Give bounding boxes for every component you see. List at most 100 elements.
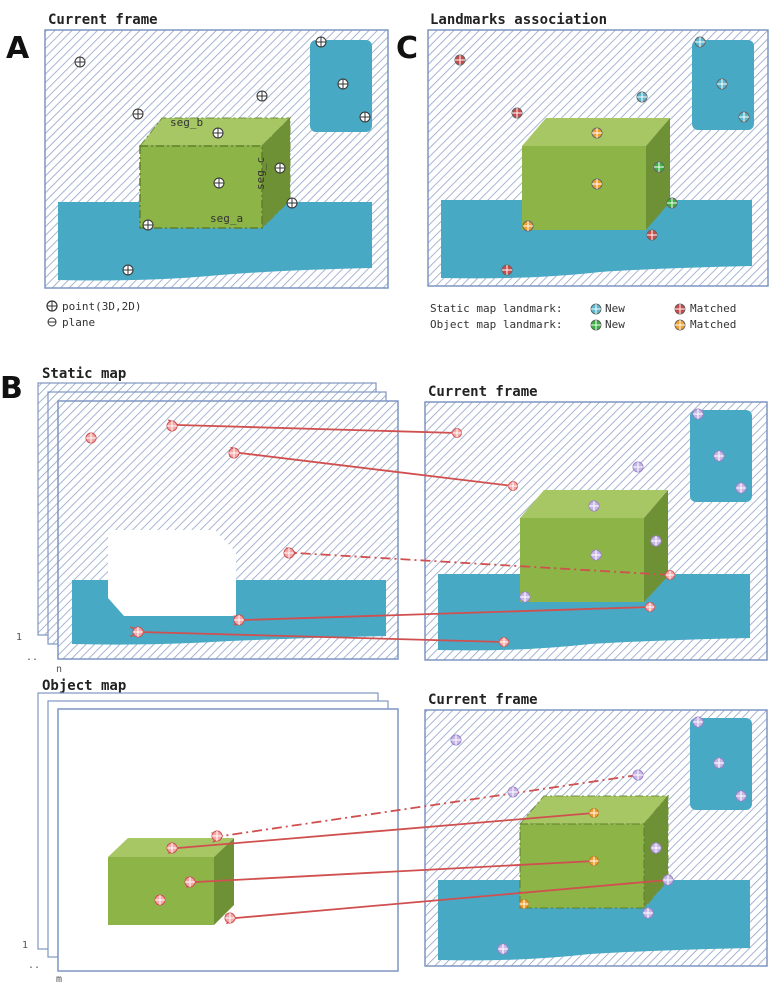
landmark-point (74, 56, 86, 68)
object-index-1: 1 (22, 940, 28, 951)
seg-a-label: seg_a (210, 212, 243, 225)
object-map-landmark (166, 842, 178, 854)
panel-label-c: C (396, 31, 418, 66)
object-new-landmark (666, 197, 678, 209)
frame-bottom-water (438, 880, 750, 961)
frame-top-water (438, 574, 750, 651)
frame-object-landmark (589, 808, 599, 818)
legend-plane-label: plane (62, 316, 95, 329)
object-matched-landmark (522, 220, 534, 232)
static-new-landmark (694, 36, 706, 48)
panel-a-cube (138, 116, 292, 230)
object-map-landmark (224, 912, 236, 924)
static-map-landmark (228, 447, 240, 459)
svg-text:..: .. (26, 652, 38, 663)
association-arrow (196, 860, 595, 882)
legend-static-matched-icon (674, 303, 686, 315)
seg-c-label: seg_c (254, 157, 267, 190)
landmark-point (142, 219, 154, 231)
legend-static-matched: Matched (690, 302, 736, 315)
frame-landmark (450, 734, 462, 746)
frame-landmark (713, 450, 725, 462)
association-arrow (240, 453, 514, 487)
static-index-1: 1 (16, 632, 22, 643)
frame-landmark (662, 874, 674, 886)
legend-point-label: point(3D,2D) (62, 300, 141, 313)
panel-label-a: A (6, 31, 30, 66)
svg-text:..: .. (28, 960, 40, 971)
legend-static-new: New (605, 302, 625, 315)
landmark-point (212, 127, 224, 139)
seg-b-label: seg_b (170, 116, 203, 129)
static-matched-landmark (646, 229, 658, 241)
frame-landmark (692, 716, 704, 728)
object-matched-landmark (591, 178, 603, 190)
association-arrow (178, 812, 595, 848)
object-map-landmark (184, 876, 196, 888)
static-new-landmark (738, 111, 750, 123)
static-matched-landmark (454, 54, 466, 66)
panel-a: A Current frame seg_b seg_a seg_c point(… (6, 12, 389, 329)
landmark-point (256, 90, 268, 102)
association-arrow (296, 553, 671, 576)
object-new-landmark (653, 161, 665, 173)
landmark-point (213, 177, 225, 189)
frame-landmark (642, 907, 654, 919)
frame-matched-landmark (665, 570, 675, 580)
frame-landmark (650, 842, 662, 854)
association-arrows (140, 425, 671, 918)
static-matched-landmark (501, 264, 513, 276)
frame-landmark (590, 549, 602, 561)
object-map-title: Object map (42, 678, 126, 694)
static-map-landmark (85, 432, 97, 444)
frame-landmark (692, 408, 704, 420)
panel-c: C Landmarks association Static map landm… (396, 12, 769, 331)
static-matched-landmark (511, 107, 523, 119)
association-arrow (178, 425, 458, 434)
panel-c-water (441, 200, 752, 279)
frame-landmark (735, 790, 747, 802)
panel-c-points (454, 36, 750, 276)
frame-matched-landmark (452, 428, 462, 438)
object-map-landmark (154, 894, 166, 906)
object-index-m: m (56, 974, 62, 985)
landmark-point (359, 111, 371, 123)
landmark-point (286, 197, 298, 209)
legend-object-matched: Matched (690, 318, 736, 331)
frame-landmark (497, 943, 509, 955)
legend-object-label: Object map landmark: (430, 318, 562, 331)
static-new-landmark (716, 78, 728, 90)
legend-point-icon (46, 300, 58, 312)
panel-a-title: Current frame (48, 12, 158, 28)
landmark-point (132, 108, 144, 120)
legend-plane-icon (47, 317, 57, 327)
object-map-landmark (211, 830, 223, 842)
current-frame-bottom-title: Current frame (428, 692, 538, 708)
panel-a-legend: point(3D,2D) plane (46, 300, 141, 329)
legend-static-new-icon (590, 303, 602, 315)
object-matched-landmark (591, 127, 603, 139)
panel-a-water (58, 202, 372, 281)
frame-landmark (632, 769, 644, 781)
frame-matched-landmark (499, 637, 509, 647)
landmark-point (122, 264, 134, 276)
frame-landmark (588, 500, 600, 512)
panel-c-title: Landmarks association (430, 12, 607, 28)
static-map-landmark (233, 614, 245, 626)
frame-landmark (519, 591, 531, 603)
frame-landmark (632, 461, 644, 473)
association-arrow (236, 879, 669, 918)
frame-landmark (735, 482, 747, 494)
frame-object-landmark (519, 899, 529, 909)
legend-static-label: Static map landmark: (430, 302, 562, 315)
frame-landmark (507, 786, 519, 798)
panel-c-legend: Static map landmark: Object map landmark… (430, 302, 736, 331)
static-index-n: n (56, 664, 62, 675)
frame-object-landmark (589, 856, 599, 866)
static-map-landmark (166, 420, 178, 432)
frame-matched-landmark (645, 602, 655, 612)
legend-object-new: New (605, 318, 625, 331)
association-arrow (244, 606, 651, 620)
static-map-title: Static map (42, 366, 126, 382)
